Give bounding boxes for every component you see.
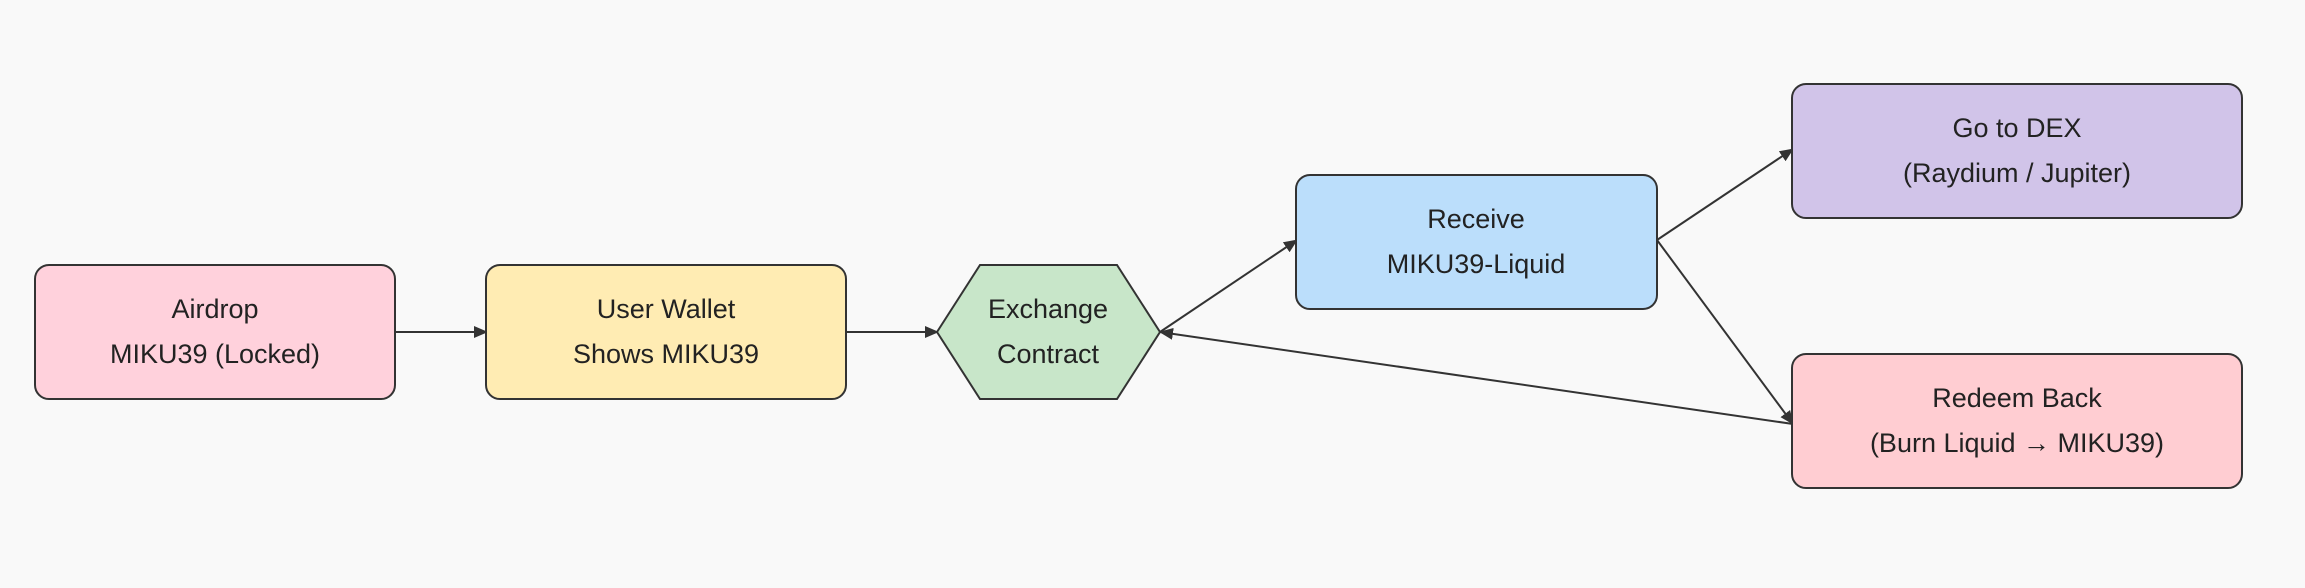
node-airdrop-line1: Airdrop — [171, 294, 258, 324]
node-airdrop-box — [34, 264, 396, 400]
edge-receive-to-dex — [1656, 148, 1794, 241]
node-exchange-contract-hexagon — [935, 264, 1162, 400]
node-user-wallet[interactable]: User Wallet Shows MIKU39 — [485, 264, 847, 400]
node-receive-box — [1295, 174, 1658, 310]
node-go-to-dex-box — [1791, 83, 2243, 219]
node-receive[interactable]: Receive MIKU39-Liquid — [1295, 174, 1658, 310]
node-receive-line1: Receive — [1427, 204, 1525, 234]
node-user-wallet-line2: Shows MIKU39 — [573, 339, 759, 369]
node-receive-line2: MIKU39-Liquid — [1387, 249, 1566, 279]
edge-exchange-to-receive — [1159, 239, 1298, 333]
node-airdrop-line2: MIKU39 (Locked) — [110, 339, 320, 369]
edges — [395, 148, 1794, 425]
node-user-wallet-line1: User Wallet — [597, 294, 736, 324]
node-redeem-back-box — [1791, 353, 2243, 489]
node-go-to-dex-line2: (Raydium / Jupiter) — [1903, 158, 2131, 188]
node-user-wallet-box — [485, 264, 847, 400]
node-redeem-back-line2: (Burn Liquid → MIKU39) — [1870, 428, 2164, 458]
edge-receive-to-redeem — [1656, 239, 1794, 425]
node-exchange-contract[interactable]: Exchange Contract — [935, 264, 1162, 400]
node-exchange-contract-line1: Exchange — [988, 294, 1108, 324]
node-exchange-contract-line2: Contract — [997, 339, 1100, 369]
node-go-to-dex[interactable]: Go to DEX (Raydium / Jupiter) — [1791, 83, 2243, 219]
node-airdrop[interactable]: Airdrop MIKU39 (Locked) — [34, 264, 396, 400]
node-redeem-back-line1: Redeem Back — [1932, 383, 2102, 413]
edge-redeem-to-exchange — [1159, 327, 1794, 425]
node-go-to-dex-line1: Go to DEX — [1952, 113, 2081, 143]
node-redeem-back[interactable]: Redeem Back (Burn Liquid → MIKU39) — [1791, 353, 2243, 489]
